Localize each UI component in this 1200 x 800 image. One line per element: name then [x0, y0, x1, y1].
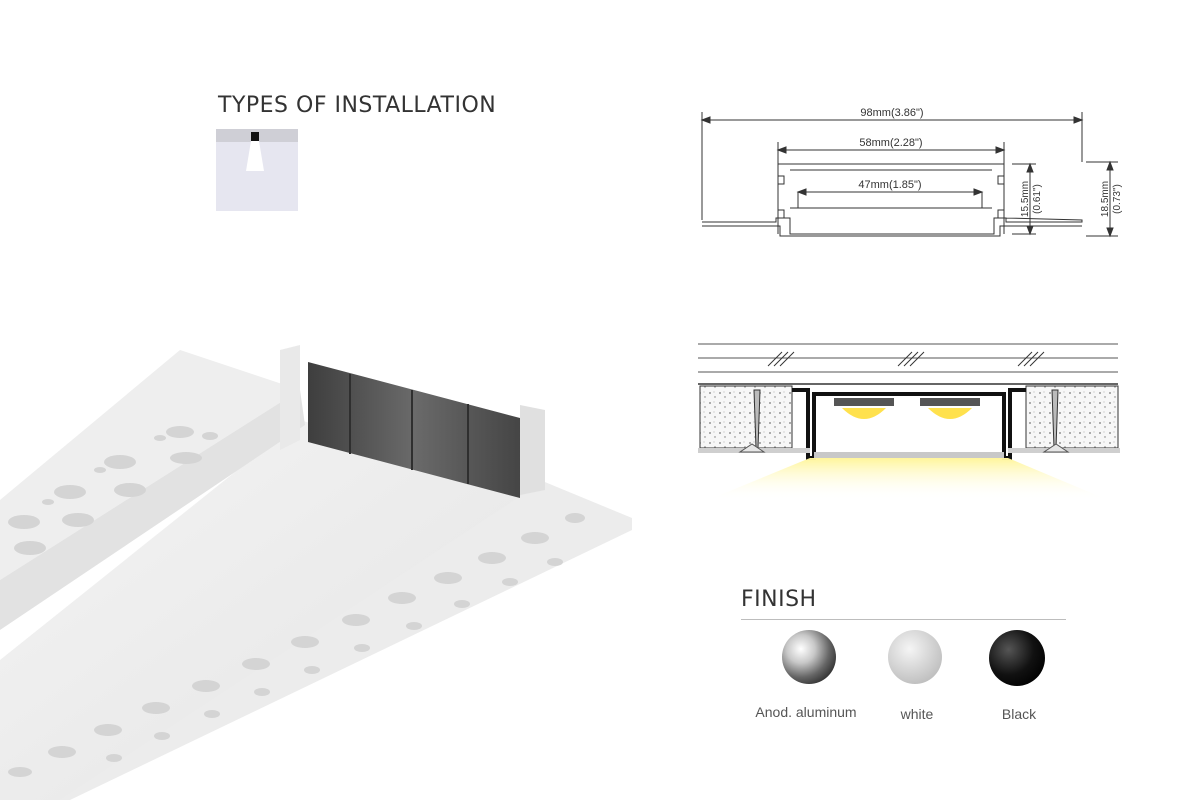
profile-illustration	[0, 345, 632, 800]
finish-label-white: white	[900, 706, 934, 722]
inner-height-label: 15.5mm	[1020, 181, 1031, 217]
finish-swatch-white	[888, 630, 942, 684]
installation-section-drawing	[698, 343, 1120, 500]
inner-width-label: 58mm(2.28")	[859, 137, 922, 149]
finish-label-anodized: Anod. aluminum	[755, 704, 857, 720]
overall-width-label: 98mm(3.86")	[860, 107, 923, 119]
overall-height-label: 18.5mm	[1100, 181, 1111, 217]
installation-title: TYPES OF INSTALLATION	[218, 93, 497, 118]
finish-label-black: Black	[1001, 706, 1037, 722]
cross-section-drawing: 98mm(3.86") 58mm(2.28") 47mm(1.85") 15.5…	[700, 107, 1123, 238]
inner-height-inch-label: (0.61")	[1032, 184, 1043, 214]
overall-height-inch-label: (0.73")	[1112, 184, 1123, 214]
finish-swatch-black	[989, 630, 1045, 686]
diffuser-width-label: 47mm(1.85")	[858, 179, 921, 191]
finish-divider	[741, 619, 1066, 620]
recessed-install-icon	[216, 129, 298, 211]
finish-title: FINISH	[741, 587, 817, 612]
finish-swatch-anodized	[782, 630, 836, 684]
